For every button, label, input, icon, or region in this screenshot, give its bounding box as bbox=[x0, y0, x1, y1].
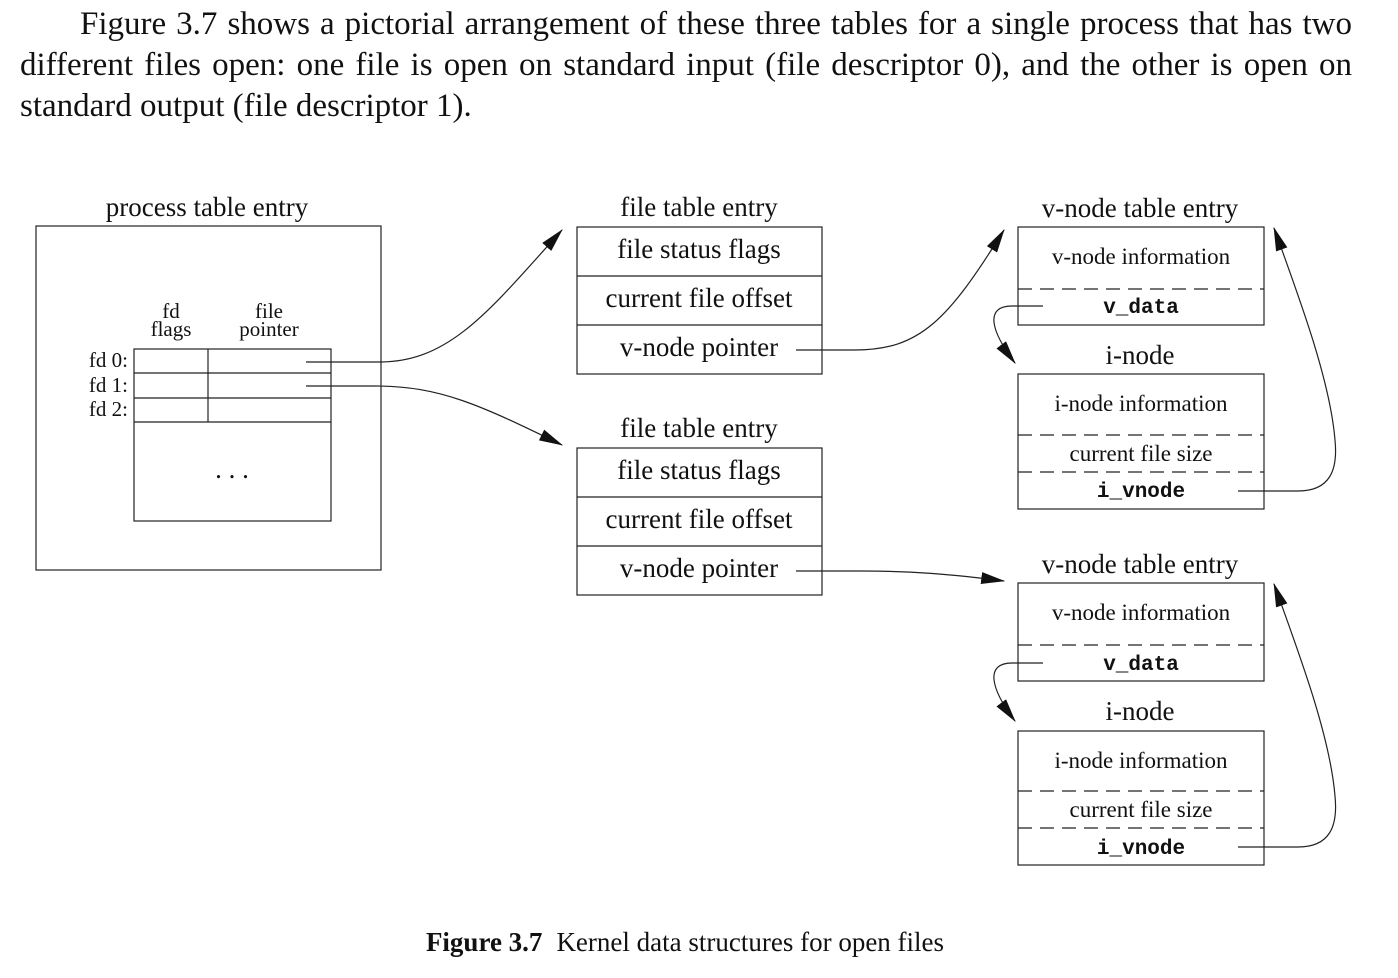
vnode-table-2-box bbox=[1017, 582, 1265, 682]
figure-caption-text: Kernel data structures for open files bbox=[556, 927, 945, 957]
inode-1-box bbox=[1017, 373, 1265, 510]
arrow-file-table-1-to-vnode-1 bbox=[796, 228, 1005, 351]
vnode-table-1-title: v-node table entry bbox=[1042, 193, 1239, 223]
fd-row-0: fd 0: bbox=[89, 348, 128, 372]
inode-1-file-size: current file size bbox=[1069, 441, 1212, 466]
vnode-2-information: v-node information bbox=[1052, 600, 1231, 625]
arrow-fd1-to-file-table-2 bbox=[306, 385, 564, 446]
arrow-file-table-2-to-vnode-2 bbox=[796, 570, 1006, 585]
paragraph-text: Figure 3.7 shows a pictorial arrangement… bbox=[20, 6, 1352, 124]
inode-1-information: i-node information bbox=[1054, 391, 1228, 416]
body-paragraph: Figure 3.7 shows a pictorial arrangement… bbox=[20, 4, 1352, 127]
inode-2-title: i-node bbox=[1106, 696, 1175, 726]
inode-2-information: i-node information bbox=[1054, 748, 1228, 773]
file-table-1-vnode-pointer: v-node pointer bbox=[620, 332, 778, 362]
file-pointer-header-line1: file bbox=[255, 299, 283, 323]
inode-2-i-vnode: i_vnode bbox=[1097, 838, 1185, 861]
fd-flags-header-line2: flags bbox=[151, 317, 192, 341]
vnode-2-v-data: v_data bbox=[1103, 654, 1179, 677]
vnode-table-entry-1: v-node table entry v-node information v_… bbox=[1017, 193, 1265, 510]
file-table-entry-2: file table entry file status flags curre… bbox=[576, 413, 823, 596]
file-table-2-box bbox=[576, 447, 823, 596]
fd-array-box bbox=[133, 348, 332, 522]
file-pointer-header-line2: pointer bbox=[239, 317, 298, 341]
arrow-ivnode-2-to-vnode-2 bbox=[1238, 582, 1337, 848]
file-table-2-vnode-pointer: v-node pointer bbox=[620, 553, 778, 583]
file-table-1-status-flags: file status flags bbox=[617, 234, 780, 264]
vnode-1-v-data: v_data bbox=[1103, 297, 1179, 320]
file-table-1-title: file table entry bbox=[620, 192, 778, 222]
arrow-fd0-to-file-table-1 bbox=[306, 229, 563, 363]
process-table-box bbox=[35, 225, 382, 571]
fd-row-2: fd 2: bbox=[89, 397, 128, 421]
vnode-table-2-title: v-node table entry bbox=[1042, 549, 1239, 579]
file-table-1-offset: current file offset bbox=[606, 283, 793, 313]
vnode-table-1-box bbox=[1017, 226, 1265, 326]
fd-array-ellipsis: . . . bbox=[215, 454, 249, 484]
inode-1-i-vnode: i_vnode bbox=[1097, 481, 1185, 504]
inode-2-box bbox=[1017, 730, 1265, 866]
process-table-entry: process table entry fd flags file pointe… bbox=[35, 192, 382, 571]
file-table-2-offset: current file offset bbox=[606, 504, 793, 534]
figure-caption: Figure 3.7 Kernel data structures for ope… bbox=[0, 927, 1370, 958]
inode-2-file-size: current file size bbox=[1069, 797, 1212, 822]
arrow-vdata-1-to-inode-1 bbox=[993, 305, 1043, 364]
arrow-vdata-2-to-inode-2 bbox=[993, 662, 1043, 722]
file-table-entry-1: file table entry file status flags curre… bbox=[576, 192, 823, 375]
inode-1-title: i-node bbox=[1106, 340, 1175, 370]
file-table-2-title: file table entry bbox=[620, 413, 778, 443]
vnode-table-entry-2: v-node table entry v-node information v_… bbox=[1017, 549, 1265, 866]
vnode-1-information: v-node information bbox=[1052, 244, 1231, 269]
arrow-ivnode-1-to-vnode-1 bbox=[1238, 226, 1337, 492]
file-table-1-box bbox=[576, 226, 823, 375]
fd-flags-header-line1: fd bbox=[162, 299, 180, 323]
file-table-2-status-flags: file status flags bbox=[617, 455, 780, 485]
process-table-title: process table entry bbox=[106, 192, 309, 222]
fd-row-1: fd 1: bbox=[89, 373, 128, 397]
figure-caption-label: Figure 3.7 bbox=[425, 927, 543, 957]
